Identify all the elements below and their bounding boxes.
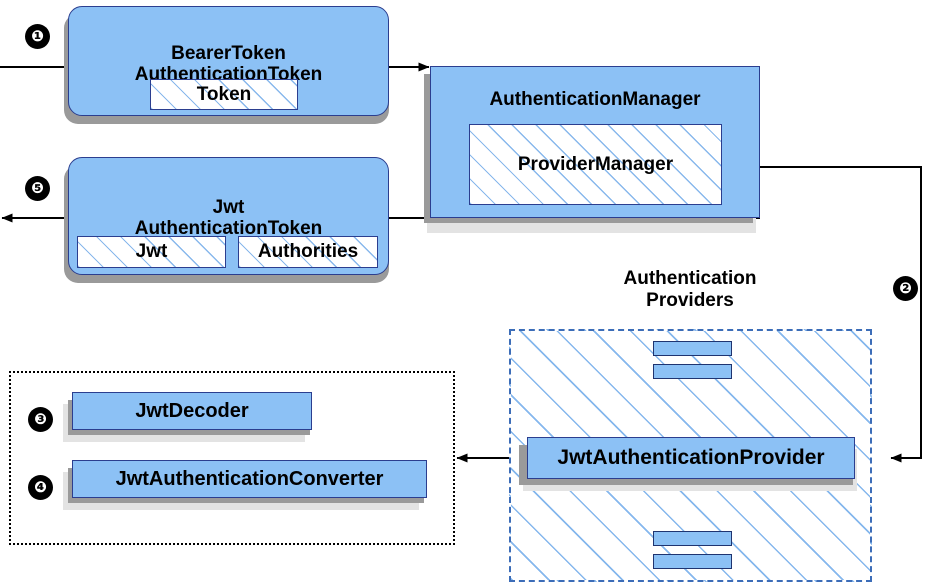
step-marker-5: ❺ [25,176,50,201]
step-marker-3-label: ❸ [34,411,47,428]
step-marker-4: ❹ [28,475,53,500]
bearer-token-inner-token: Token [150,79,298,110]
provider-manager-inner: ProviderManager [469,124,722,205]
step-marker-5-label: ❺ [31,180,44,197]
providers-group-title: Authentication Providers [590,268,790,312]
step-marker-2: ❷ [893,276,918,301]
jwt-token-inner-authorities: Authorities [238,236,378,268]
providers-title-line1: Authentication [623,268,757,289]
token-label: Token [196,83,252,105]
providers-title-line2: Providers [646,289,734,311]
step-marker-1: ❶ [25,24,50,49]
jwt-decoder-label: JwtDecoder [135,399,249,422]
step-marker-1-label: ❶ [31,28,44,45]
jwt-token-line1: Jwt [212,196,245,218]
provider-manager-label: ProviderManager [517,153,674,175]
provider-bar-bottom-1 [653,531,732,546]
jwt-authentication-converter-node[interactable]: JwtAuthenticationConverter [72,460,427,498]
jwt-token-inner-jwt: Jwt [77,236,226,268]
jwt-token-line2: AuthenticationToken [134,218,323,239]
step-marker-4-label: ❹ [34,479,47,496]
step-marker-2-label: ❷ [899,280,912,297]
authorities-label: Authorities [257,241,359,262]
jwt-decoder-node[interactable]: JwtDecoder [72,392,312,430]
step-marker-3: ❸ [28,407,53,432]
provider-bar-bottom-2 [653,554,732,569]
provider-bar-top-2 [653,364,732,379]
provider-bar-top-1 [653,341,732,356]
bearer-token-line1: BearerToken [171,42,286,64]
authentication-manager-label: AuthenticationManager [489,89,701,110]
jwt-label: Jwt [135,241,168,262]
jwt-authentication-converter-label: JwtAuthenticationConverter [115,467,384,490]
jwt-support-group [9,371,455,545]
jwt-authentication-provider-node[interactable]: JwtAuthenticationProvider [527,437,855,479]
jwt-authentication-provider-label: JwtAuthenticationProvider [557,446,825,469]
